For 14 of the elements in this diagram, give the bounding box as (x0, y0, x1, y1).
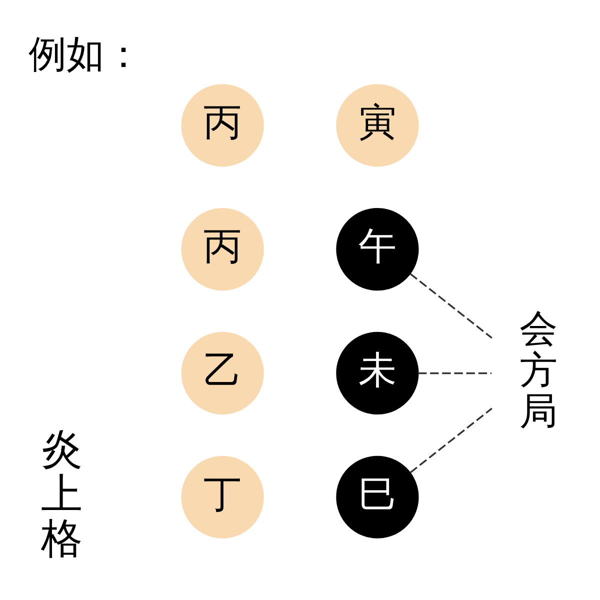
node-text: 会方局 (519, 306, 558, 433)
node-circle: 巳 (336, 455, 419, 538)
diagram-title: 例如： (28, 32, 143, 76)
connector (410, 272, 492, 338)
node-circle: 寅 (336, 84, 419, 166)
connector (418, 372, 492, 374)
node-circle: 未 (336, 331, 419, 414)
node-circle: 丙 (181, 208, 264, 290)
node-circle: 乙 (181, 331, 264, 414)
label: 炎上格 (41, 424, 82, 562)
node-circle: 丁 (181, 455, 264, 538)
node-circle: 丙 (181, 84, 264, 166)
node-circle: 午 (336, 208, 419, 290)
connector (410, 407, 492, 473)
